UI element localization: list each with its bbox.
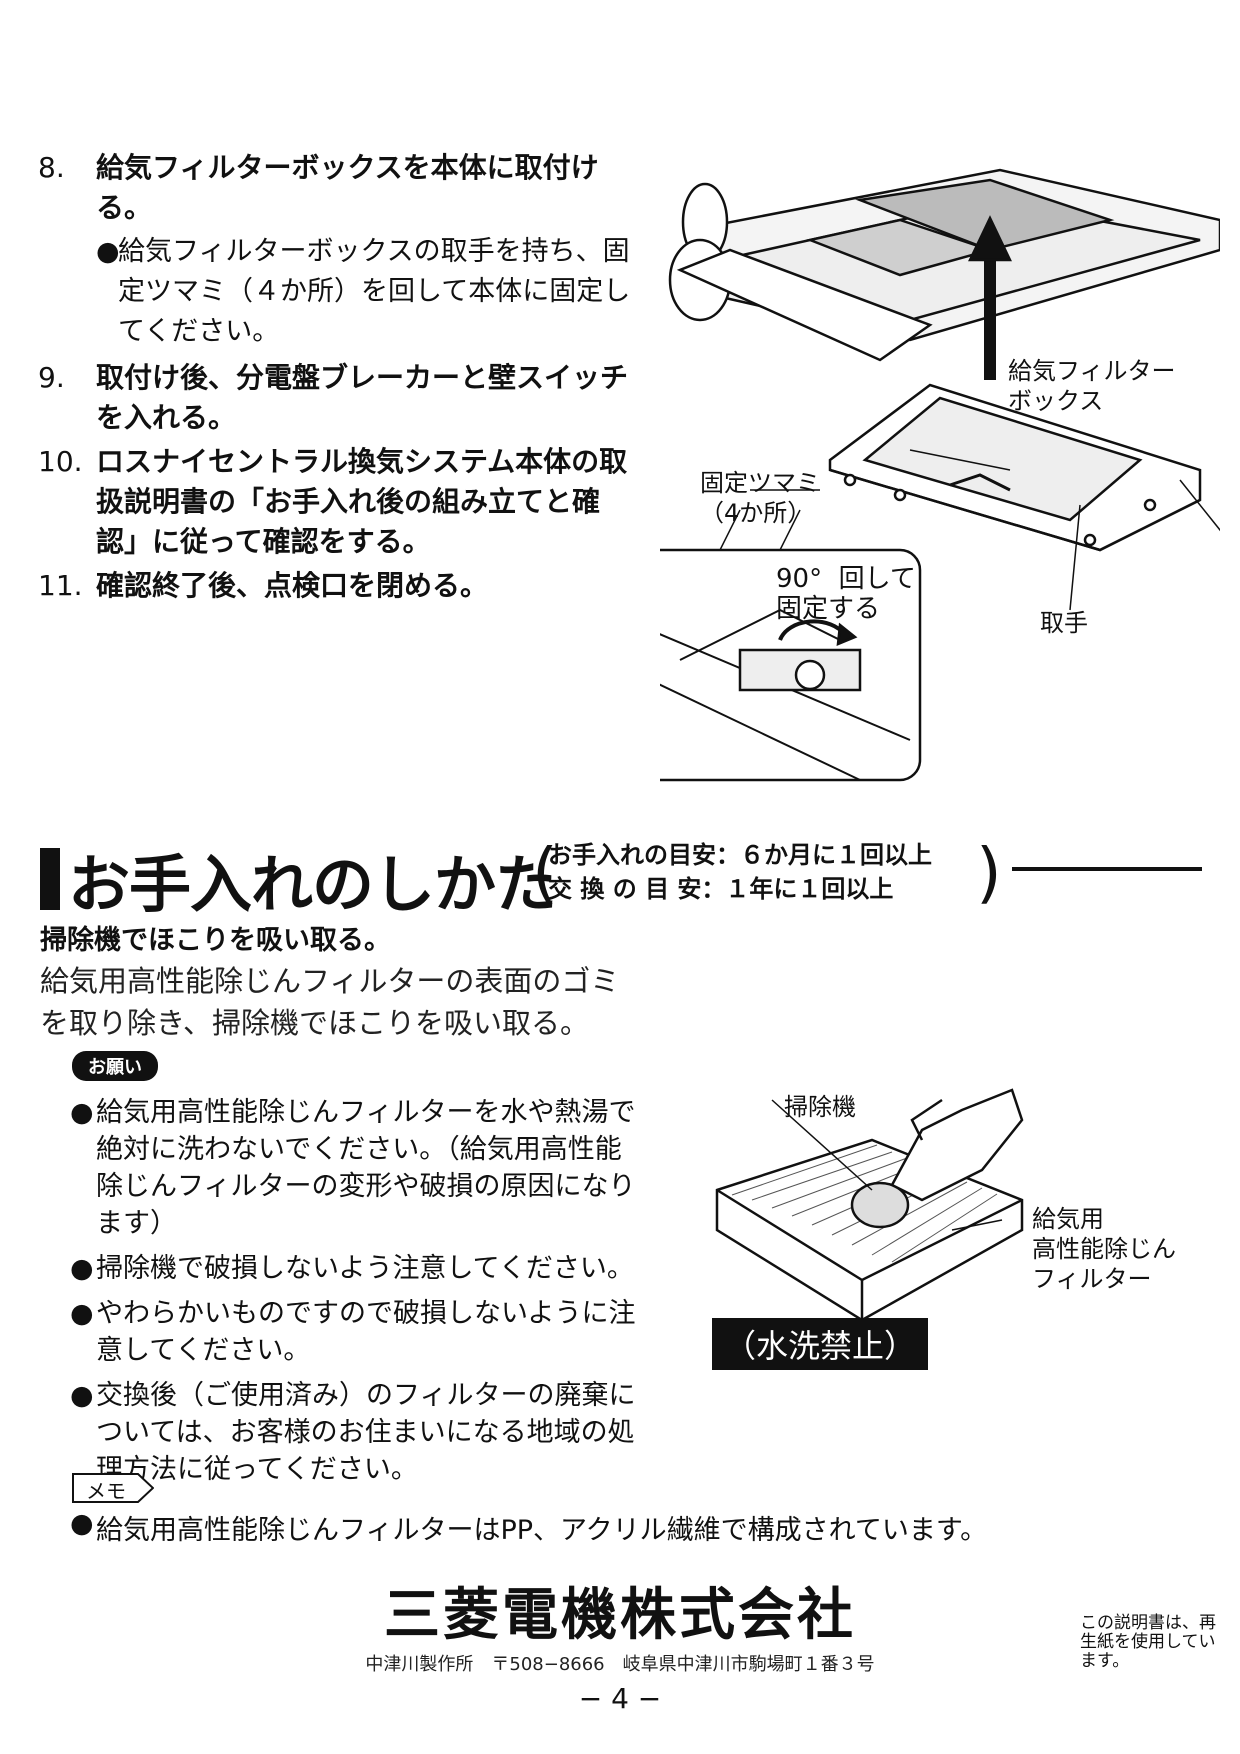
header-rule	[1012, 867, 1202, 871]
step-text: 給気フィルターボックスを本体に取付ける。	[96, 151, 599, 224]
subheading: 掃除機でほこりを吸い取る。	[40, 925, 391, 956]
note-text: 給気用高性能除じんフィルターを水や熱湯で絶対に洗わないでください。（給気用高性能…	[96, 1097, 636, 1239]
page-number: − 4 −	[578, 1682, 662, 1715]
note-text: やわらかいものですので破損しないように注意してください。	[96, 1298, 636, 1366]
section-heading: お手入れのしかた	[68, 848, 557, 921]
note-item: ● やわらかいものですので破損しないように注意してください。	[70, 1295, 640, 1369]
step-text: 取付け後、分電盤ブレーカーと壁スイッチを入れる。	[96, 361, 629, 434]
step-text: ロスナイセントラル換気システム本体の取扱説明書の「お手入れ後の組み立てと確認」に…	[96, 445, 628, 558]
note-item: ● 給気用高性能除じんフィルターを水や熱湯で絶対に洗わないでください。（給気用高…	[70, 1094, 640, 1242]
request-badge: お願い	[72, 1051, 158, 1081]
note-text: 交換後（ご使用済み）のフィルターの廃棄については、お客様のお住まいになる地域の処…	[96, 1380, 636, 1485]
section-marker	[40, 848, 60, 910]
vacuum-label: 掃除機	[784, 1093, 856, 1121]
steps-list: 8. 給気フィルターボックスを本体に取付ける。 ● 給気フィルターボックスの取手…	[38, 148, 638, 610]
bullet-icon: ●	[70, 1508, 94, 1539]
memo-text: 給気用高性能除じんフィルターはPP、アクリル繊維で構成されています。	[96, 1515, 988, 1546]
note-item: ● 掃除機で破損しないよう注意してください。	[70, 1250, 640, 1287]
step-number: 9.	[38, 361, 65, 394]
filter-label: 給気用 高性能除じん フィルター	[1032, 1205, 1176, 1293]
step-text: 確認終了後、点検口を閉める。	[96, 569, 489, 602]
bullet-icon: ●	[70, 1298, 94, 1329]
vacuum-cleaning-illustration	[715, 1088, 1024, 1322]
bullet-icon: ●	[96, 236, 120, 267]
filter-box-label: 給気フィルター ボックス	[1008, 357, 1176, 415]
note-item: ● 交換後（ご使用済み）のフィルターの廃棄については、お客様のお住まいになる地域…	[70, 1377, 640, 1488]
company-address: 中津川製作所 〒508−8666 岐阜県中津川市駒場町１番３号	[365, 1654, 875, 1675]
step-10: 10. ロスナイセントラル換気システム本体の取扱説明書の「お手入れ後の組み立てと…	[38, 442, 638, 562]
bullet-icon: ●	[70, 1097, 94, 1128]
fixing-knob-label: 固定ツマミ （4か所）	[700, 469, 820, 527]
step-11: 11. 確認終了後、点検口を閉める。	[38, 566, 638, 606]
rotate-instruction-label: 90° 回して 固定する	[776, 564, 916, 624]
memo-label: メモ	[86, 1479, 126, 1503]
step-number: 8.	[38, 151, 65, 184]
step-8-detail: ● 給気フィルターボックスの取手を持ち、固定ツマミ（４か所）を回して本体に固定し…	[96, 232, 638, 352]
step-9: 9. 取付け後、分電盤ブレーカーと壁スイッチを入れる。	[38, 358, 638, 438]
paren-open: (	[532, 834, 558, 911]
lead-text: 給気用高性能除じんフィルターの表面のゴミを取り除き、掃除機でほこりを吸い取る。	[40, 964, 620, 1040]
memo-tag-icon	[72, 1473, 154, 1503]
recycled-paper-note: この説明書は、再生紙を使用しています。	[1080, 1613, 1216, 1671]
section-title: お手入れのしかた	[40, 838, 557, 921]
request-notes: ● 給気用高性能除じんフィルターを水や熱湯で絶対に洗わないでください。（給気用高…	[70, 1094, 640, 1496]
step-number: 10.	[38, 445, 83, 478]
step-number: 11.	[38, 569, 83, 602]
note-text: 掃除機で破損しないよう注意してください。	[96, 1253, 634, 1284]
step-8: 8. 給気フィルターボックスを本体に取付ける。	[38, 148, 638, 228]
replacement-frequency: 交 換 の 目 安：１年に１回以上	[548, 875, 894, 903]
no-wash-badge: （水洗禁止）	[712, 1318, 929, 1370]
bullet-icon: ●	[70, 1380, 94, 1411]
memo-item: ● 給気用高性能除じんフィルターはPP、アクリル繊維で構成されています。	[70, 1508, 987, 1547]
filter-box-installation-illustration	[660, 168, 1220, 782]
paren-close: )	[976, 834, 1002, 911]
bullet-icon: ●	[70, 1253, 94, 1284]
step-detail-text: 給気フィルターボックスの取手を持ち、固定ツマミ（４か所）を回して本体に固定してく…	[118, 236, 631, 347]
maintenance-frequency: お手入れの目安：６か月に１回以上 交 換 の 目 安：１年に１回以上	[548, 838, 932, 906]
cleaning-frequency: お手入れの目安：６か月に１回以上	[548, 841, 932, 869]
handle-label: 取手	[1040, 609, 1088, 637]
company-name: 三菱電機株式会社	[384, 1583, 856, 1648]
